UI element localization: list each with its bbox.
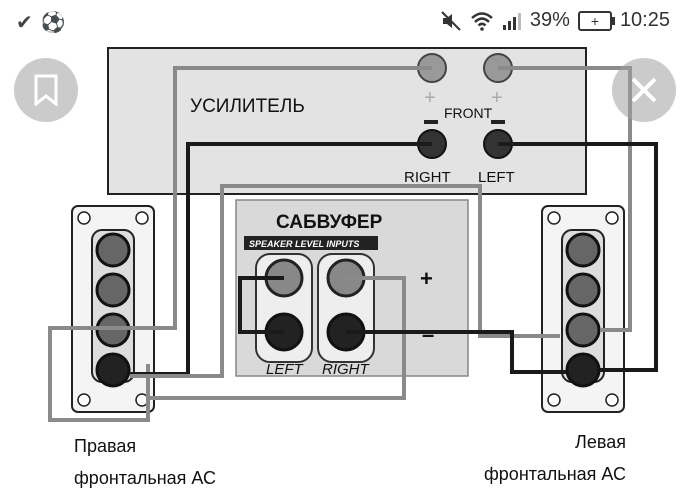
- signal-icon: [502, 12, 521, 30]
- soccer-ball-icon: ⚽: [40, 12, 66, 34]
- notification-icons: ✔ ⚽: [16, 10, 66, 35]
- close-button[interactable]: [612, 58, 676, 122]
- sub-right-label: RIGHT: [322, 361, 371, 378]
- clock: 10:25: [619, 9, 670, 31]
- amp-plus-sign-2: +: [491, 87, 503, 109]
- bookmark-icon: [34, 74, 58, 106]
- right-speaker-line2: фронтальная АС: [74, 468, 217, 488]
- status-bar: ✔ ⚽ 39% + 10:25: [0, 0, 688, 46]
- close-icon: [631, 77, 657, 103]
- left-speaker-line1: Левая: [575, 432, 626, 452]
- sub-plus-sign: +: [420, 266, 433, 291]
- amp-plus-sign-1: +: [424, 87, 436, 109]
- left-speaker-line2: фронтальная АС: [483, 464, 626, 484]
- left-front-speaker-caption: Левая фронтальная АС: [478, 426, 626, 490]
- front-label: FRONT: [444, 105, 493, 121]
- left-front-speaker-terminals: [541, 205, 625, 413]
- sub-minus-sign: –: [422, 322, 434, 347]
- speaker-level-inputs-bar: [244, 236, 378, 250]
- mute-icon: [441, 10, 461, 31]
- right-front-speaker-caption: Правая фронтальная АС: [74, 430, 216, 494]
- amp-right-label: RIGHT: [404, 169, 451, 186]
- system-icons: 39% + 10:25: [440, 9, 670, 32]
- subwoofer-label: САБВУФЕР: [276, 212, 383, 233]
- wifi-icon: [471, 11, 493, 31]
- bookmark-button[interactable]: [14, 58, 78, 122]
- amplifier-label: УСИЛИТЕЛЬ: [190, 96, 305, 117]
- wires: [48, 66, 658, 422]
- amp-minus-mark-1: [424, 120, 438, 124]
- right-front-speaker-terminals: [71, 205, 155, 413]
- battery-percent: 39%: [529, 9, 570, 31]
- amp-minus-mark-2: [491, 120, 505, 124]
- right-speaker-line1: Правая: [74, 436, 137, 456]
- checkmark-icon: ✔: [16, 12, 33, 34]
- battery-charging-icon: +: [577, 10, 615, 31]
- amp-left-label: LEFT: [478, 169, 515, 186]
- wiring-diagram: УСИЛИТЕЛЬ + + FRONT RIGHT LEFT САБВУФЕР …: [48, 47, 658, 422]
- speaker-level-inputs-label: SPEAKER LEVEL INPUTS: [249, 239, 359, 249]
- sub-left-label: LEFT: [266, 361, 305, 378]
